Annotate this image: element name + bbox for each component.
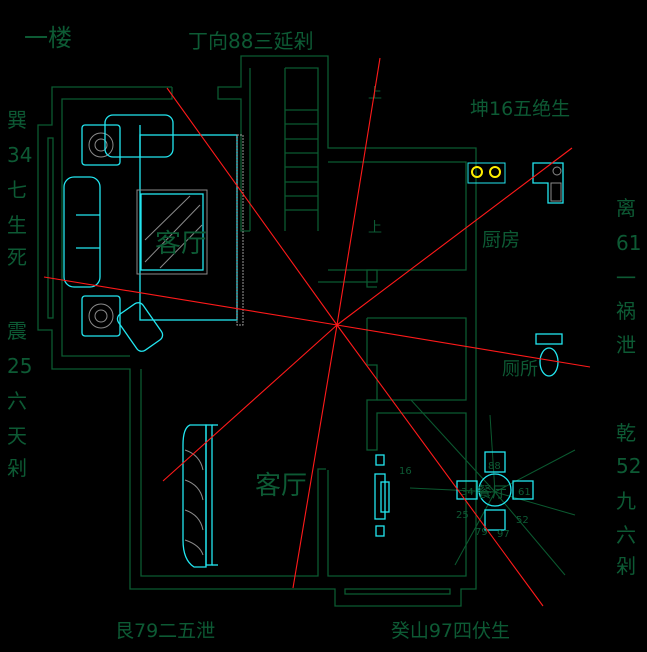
- toilet-label: 厕所: [502, 359, 538, 380]
- direction-right-lower: 乾 52 九 六 剁: [616, 421, 641, 578]
- svg-text:泄: 泄: [616, 333, 636, 357]
- living-room-label: 客厅: [155, 229, 207, 259]
- long-sofa: [182, 424, 218, 568]
- kitchen-label: 厨房: [482, 229, 520, 251]
- tv-cabinet: [374, 454, 390, 537]
- svg-text:剁: 剁: [616, 554, 636, 578]
- direction-left-lower: 震 25 六 天 剁: [7, 319, 32, 480]
- svg-text:死: 死: [7, 245, 27, 269]
- direction-top: 丁向88三延剁: [188, 29, 313, 53]
- dining-label: 餐厅: [477, 483, 507, 501]
- svg-text:52: 52: [616, 454, 641, 478]
- svg-text:61: 61: [518, 487, 531, 498]
- svg-text:一: 一: [616, 266, 636, 290]
- svg-text:六: 六: [616, 523, 636, 547]
- svg-text:离: 离: [616, 196, 636, 220]
- sink: [532, 162, 564, 204]
- dining-sector-numbers: 88 16 34 61 25 52 79 97: [399, 461, 531, 540]
- stair-up-label: 上: [368, 220, 382, 236]
- dining-table: [409, 399, 576, 576]
- svg-text:天: 天: [7, 424, 27, 448]
- svg-text:巽: 巽: [7, 108, 27, 132]
- svg-text:震: 震: [7, 319, 27, 343]
- gas-stove: [467, 162, 506, 184]
- stair-steps: [284, 68, 318, 231]
- svg-text:乾: 乾: [616, 421, 636, 445]
- direction-bottom-right: 癸山97四伏生: [391, 620, 510, 642]
- walls: [37, 55, 477, 607]
- svg-text:九: 九: [616, 489, 636, 513]
- direction-top-right: 坤16五绝生: [470, 98, 570, 120]
- svg-text:88: 88: [488, 461, 501, 472]
- direction-right-upper: 离 61 一 祸 泄: [616, 196, 641, 357]
- svg-text:61: 61: [616, 231, 641, 255]
- svg-text:16: 16: [399, 466, 412, 477]
- svg-text:97: 97: [497, 529, 510, 540]
- svg-text:生: 生: [7, 213, 27, 237]
- toilet-fixture: [535, 333, 563, 377]
- floor-title: 一楼: [24, 24, 72, 52]
- svg-text:34: 34: [461, 487, 474, 498]
- svg-text:79: 79: [475, 527, 488, 538]
- svg-text:52: 52: [516, 515, 529, 526]
- svg-text:祸: 祸: [616, 299, 636, 323]
- svg-text:34: 34: [7, 143, 32, 167]
- sofa-set: [63, 114, 244, 352]
- direction-left-upper: 巽 34 七 生 死: [7, 108, 32, 269]
- stair-up-label: 上: [368, 86, 382, 102]
- svg-text:25: 25: [456, 510, 469, 521]
- svg-text:25: 25: [7, 354, 32, 378]
- svg-text:六: 六: [7, 389, 27, 413]
- bagua-sector-lines: [43, 57, 591, 607]
- living-room-label: 客厅: [255, 471, 307, 501]
- svg-text:七: 七: [7, 178, 27, 202]
- direction-bottom-left: 艮79二五泄: [115, 620, 215, 642]
- svg-text:剁: 剁: [7, 456, 27, 480]
